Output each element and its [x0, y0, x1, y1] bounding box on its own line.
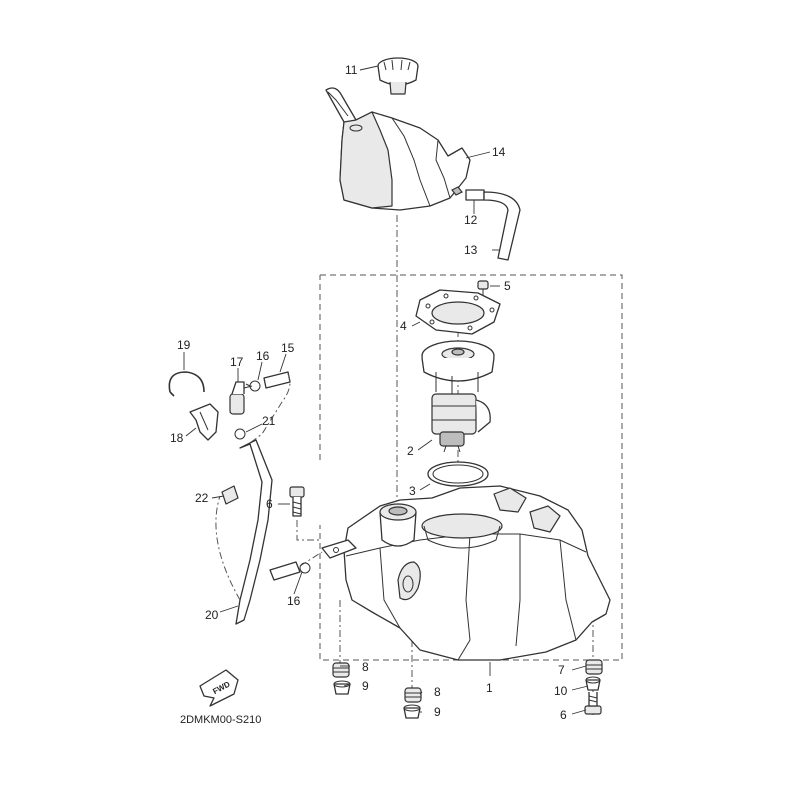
callout-17: 17: [230, 355, 244, 369]
hose-clamp-16b: [299, 562, 311, 574]
callout-8-mid: 8: [434, 685, 441, 699]
fwd-arrow-icon: FWD: [199, 669, 239, 707]
callout-22: 22: [195, 491, 209, 505]
hose-holder-bracket: [189, 403, 219, 441]
pump-screw: [477, 280, 489, 296]
band-clip: [168, 371, 205, 397]
callout-6-right: 6: [560, 708, 567, 722]
fuel-tank: [321, 485, 611, 661]
callout-21: 21: [262, 414, 276, 428]
callout-12: 12: [464, 213, 478, 227]
leader-lines: [183, 65, 589, 715]
callout-18: 18: [170, 431, 184, 445]
callout-13: 13: [464, 243, 478, 257]
collar-mid: [403, 704, 421, 719]
callout-2: 2: [407, 444, 414, 458]
callout-3: 3: [409, 484, 416, 498]
hose-clamp-lower: [234, 428, 246, 440]
damper-mid: [404, 687, 422, 703]
hose-clamp-upper: [245, 380, 261, 392]
callout-9-left: 9: [362, 679, 369, 693]
callout-20: 20: [205, 608, 219, 622]
callout-15: 15: [281, 341, 295, 355]
damper-right: [585, 659, 603, 675]
callout-4: 4: [400, 319, 407, 333]
hose-clip-22: [221, 485, 239, 505]
breather-valve: [229, 381, 253, 415]
collar-left: [333, 680, 351, 695]
callout-6-left: 6: [266, 497, 273, 511]
bolt-left: [289, 486, 305, 517]
pump-o-ring: [427, 461, 489, 487]
callout-7: 7: [558, 663, 565, 677]
callout-14: 14: [492, 145, 506, 159]
callout-5: 5: [504, 279, 511, 293]
collar-right: [585, 676, 601, 691]
callout-16-lower: 16: [287, 594, 301, 608]
vent-hose-upper: [263, 371, 291, 389]
drawing-code: 2DMKM00-S210: [180, 714, 261, 726]
callout-9-mid: 9: [434, 705, 441, 719]
callout-11: 11: [345, 63, 358, 77]
filler-neck-cover: [325, 87, 471, 211]
filler-cap: [377, 57, 419, 95]
callout-10: 10: [554, 684, 568, 698]
callout-19: 19: [177, 338, 191, 352]
assembly-frame: [319, 274, 623, 661]
damper-left: [332, 662, 350, 678]
vent-hose-joint: [269, 551, 323, 581]
callout-labels: 11 14 12 13 5 4 2 3 6 1 8 9 8 9 7 10 6 1…: [170, 63, 568, 722]
callout-8-left: 8: [362, 660, 369, 674]
vent-hose-lower: [215, 373, 291, 625]
callout-16-upper: 16: [256, 349, 270, 363]
breather-hose: [465, 189, 521, 261]
bolt-right: [584, 692, 602, 715]
fuel-pump-assembly: [421, 340, 495, 453]
callout-1: 1: [486, 681, 493, 695]
pump-gasket-plate: [415, 289, 501, 335]
align-line-bolt-6-left: [296, 520, 320, 541]
